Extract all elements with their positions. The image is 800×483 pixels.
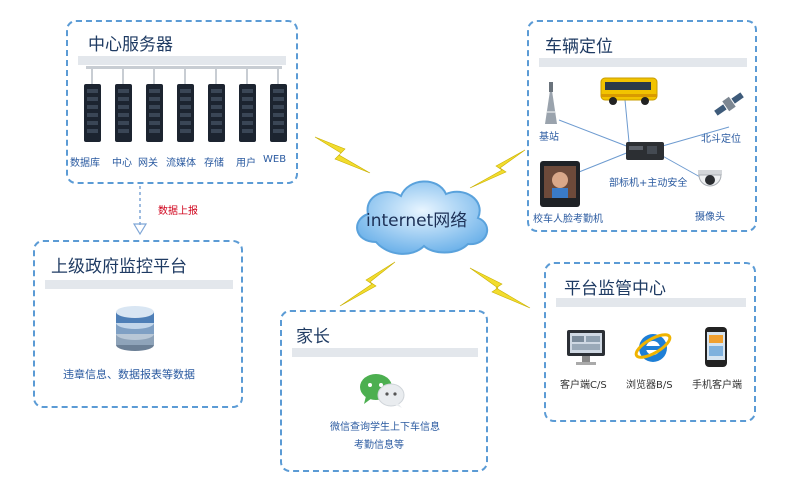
server-slot bbox=[273, 113, 284, 117]
server-slot bbox=[87, 113, 98, 117]
client-label: 浏览器B/S bbox=[626, 380, 673, 391]
antenna-tower-icon bbox=[545, 82, 557, 124]
server-slot bbox=[242, 121, 253, 125]
server-slot bbox=[180, 89, 191, 93]
server-slot bbox=[87, 89, 98, 93]
server-slot bbox=[273, 97, 284, 101]
server-slot bbox=[87, 129, 98, 133]
desktop-monitor-icon bbox=[567, 330, 605, 365]
gov-platform-panel: 上级政府监控平台 违章信息、数据报表等数据 bbox=[33, 240, 243, 408]
face-device-label: 校车人脸考勤机 bbox=[533, 214, 603, 225]
cloud-label: internet网络 bbox=[366, 211, 468, 231]
title-bar bbox=[292, 348, 478, 357]
parents-line1: 微信查询学生上下车信息 bbox=[330, 422, 440, 433]
school-bus-icon bbox=[600, 77, 658, 105]
server-label: 用户 bbox=[236, 158, 256, 169]
terminal-label: 部标机+主动安全 bbox=[609, 178, 688, 189]
lightning-bolt-icon bbox=[469, 149, 526, 189]
server-label: 数据库 bbox=[70, 158, 100, 169]
vehicle-location-panel: 车辆定位 基站 北斗定位 bbox=[527, 20, 757, 232]
report-label: 数据上报 bbox=[158, 206, 198, 217]
server-slot bbox=[149, 113, 160, 117]
lightning-bolt-icon bbox=[469, 267, 531, 309]
mobile-phone-icon bbox=[705, 327, 727, 367]
server-slot bbox=[273, 121, 284, 125]
server-slot bbox=[87, 105, 98, 109]
camera-label: 摄像头 bbox=[695, 212, 725, 223]
server-slot bbox=[180, 105, 191, 109]
parents-panel: 家长 微信查询学生上下车信息 考勤信息等 bbox=[280, 310, 488, 472]
server-slot bbox=[211, 113, 222, 117]
server-slot bbox=[118, 89, 129, 93]
report-arrow bbox=[132, 186, 148, 236]
panel-title: 家长 bbox=[296, 327, 330, 347]
server-slot bbox=[211, 97, 222, 101]
server-slot bbox=[180, 97, 191, 101]
server-slot bbox=[118, 113, 129, 117]
center-servers-panel: 中心服务器 数据库 中心 网关 流媒体 存储 用户 WEB bbox=[66, 20, 298, 184]
client-label: 客户端C/S bbox=[560, 380, 607, 391]
server-slot bbox=[273, 89, 284, 93]
panel-title: 上级政府监控平台 bbox=[51, 257, 187, 277]
server-slot bbox=[180, 121, 191, 125]
platform-panel: 平台监管中心 客户端C/S 浏览器B/S 手机客户端 bbox=[544, 262, 756, 422]
title-bar bbox=[78, 56, 286, 65]
title-bar bbox=[556, 298, 746, 307]
server-slot bbox=[242, 97, 253, 101]
server-label: 中心 bbox=[112, 158, 132, 169]
gov-caption: 违章信息、数据报表等数据 bbox=[63, 368, 195, 381]
server-slot bbox=[149, 105, 160, 109]
server-label: 存储 bbox=[204, 158, 224, 169]
lightning-bolt-icon bbox=[314, 136, 371, 174]
parents-line2: 考勤信息等 bbox=[354, 440, 404, 451]
server-slot bbox=[87, 121, 98, 125]
server-slot bbox=[87, 97, 98, 101]
panel-title: 平台监管中心 bbox=[564, 279, 666, 299]
server-slot bbox=[242, 129, 253, 133]
browser-icon bbox=[634, 333, 672, 362]
server-slot bbox=[149, 129, 160, 133]
server-slot bbox=[118, 97, 129, 101]
server-slot bbox=[149, 89, 160, 93]
server-slot bbox=[180, 129, 191, 133]
base-station-label: 基站 bbox=[539, 132, 559, 143]
server-slot bbox=[211, 89, 222, 93]
server-label: 网关 bbox=[138, 158, 158, 169]
server-slot bbox=[273, 129, 284, 133]
face-attendance-icon bbox=[540, 161, 580, 207]
client-label: 手机客户端 bbox=[692, 380, 742, 391]
dome-camera-icon bbox=[698, 170, 722, 187]
server-slot bbox=[149, 97, 160, 101]
server-rack-icon bbox=[84, 66, 287, 142]
cloud-icon bbox=[356, 180, 489, 255]
title-bar bbox=[539, 58, 747, 67]
server-slot bbox=[211, 105, 222, 109]
server-slot bbox=[118, 129, 129, 133]
server-slot bbox=[211, 129, 222, 133]
wechat-icon bbox=[360, 374, 405, 408]
server-slot bbox=[242, 105, 253, 109]
satellite-icon bbox=[714, 92, 744, 116]
beidou-label: 北斗定位 bbox=[701, 134, 741, 145]
server-label: WEB bbox=[263, 154, 287, 165]
panel-title: 车辆定位 bbox=[545, 37, 613, 57]
server-slot bbox=[273, 105, 284, 109]
server-slot bbox=[118, 121, 129, 125]
server-slot bbox=[118, 105, 129, 109]
server-slot bbox=[242, 89, 253, 93]
server-slot bbox=[242, 113, 253, 117]
server-slot bbox=[149, 121, 160, 125]
title-bar bbox=[45, 280, 233, 289]
server-slot bbox=[211, 121, 222, 125]
database-icon bbox=[116, 306, 154, 351]
panel-title: 中心服务器 bbox=[88, 35, 173, 55]
server-label: 流媒体 bbox=[166, 158, 196, 169]
server-slot bbox=[180, 113, 191, 117]
terminal-device-icon bbox=[626, 142, 664, 160]
lightning-bolt-icon bbox=[339, 261, 396, 307]
